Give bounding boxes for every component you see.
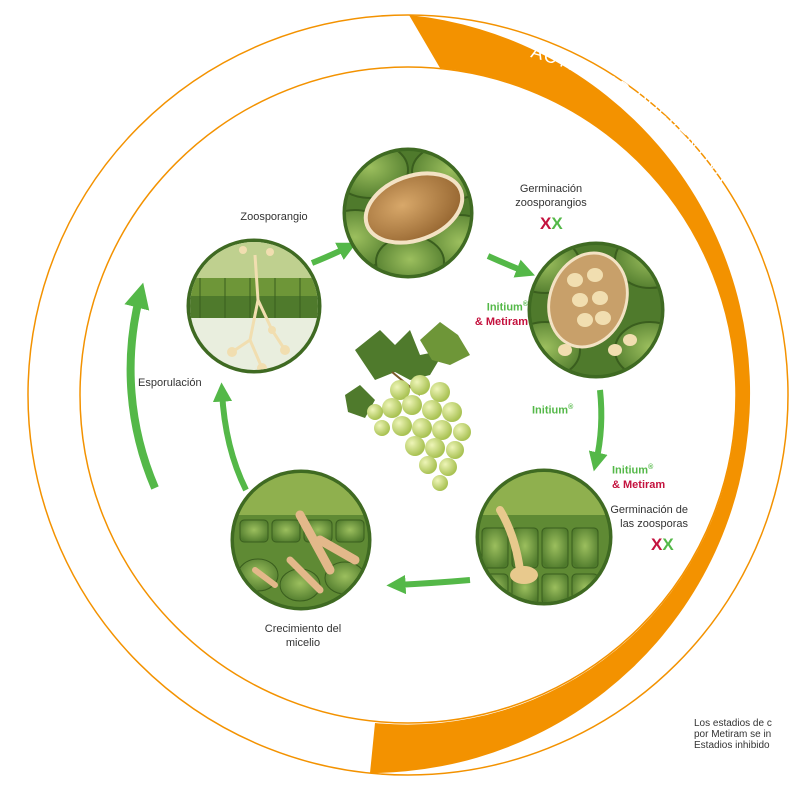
product-metiram: & Metiram <box>612 478 665 492</box>
label-germinacion-zoosporas-line2: las zoosporas <box>600 517 688 531</box>
arrow-left-large <box>131 295 155 488</box>
product-label-middle: Initium® <box>532 401 573 418</box>
footnote-line1: Los estadios de c <box>694 718 772 729</box>
product-label-lower: Initium® & Metiram <box>612 461 665 492</box>
label-esporulacion: Esporulación <box>138 376 228 390</box>
registered-mark: ® <box>523 301 528 308</box>
product-initium: Initium <box>612 465 648 477</box>
arrow-lowerleft-to-left <box>222 392 246 490</box>
inhibition-marks-zoosporas: XX <box>651 535 674 555</box>
product-metiram: & Metiram <box>456 315 528 329</box>
mark-metiram: X <box>540 214 551 233</box>
label-germinacion-zoosporangios-line1: Germinación <box>506 182 596 196</box>
product-label-top: Initium® & Metiram <box>456 298 528 329</box>
label-zoosporangio: Zoosporangio <box>234 210 314 224</box>
stage-circle-mycelium-growth <box>230 470 375 615</box>
stage-circle-zoospore-release <box>510 232 685 385</box>
stage-circle-zoosporangium-germination <box>319 142 496 288</box>
footnote-line2: por Metiram se in <box>694 729 772 740</box>
mark-initium: X <box>551 214 562 233</box>
footnote: Los estadios de c por Metiram se in Esta… <box>694 718 772 751</box>
footnote-line3: Estadios inhibido <box>694 740 772 751</box>
mark-metiram: X <box>651 535 662 554</box>
registered-mark: ® <box>648 464 653 471</box>
arrow-zoosporangio-to-top <box>312 247 348 263</box>
arrow-top-to-right <box>488 256 526 272</box>
label-crecimiento-line1: Crecimiento del <box>248 622 358 636</box>
stage-circle-zoosporangium <box>185 240 325 380</box>
banner-text: ACTIVIDAD PREVENTIVA <box>529 42 734 186</box>
label-crecimiento-line2: micelio <box>248 636 358 650</box>
label-germinacion-zoosporangios-line2: zoosporangios <box>506 196 596 210</box>
grape-cluster-illustration <box>345 322 471 491</box>
label-germinacion-zoosporas-line1: Germinación de <box>600 503 688 517</box>
mark-initium: X <box>662 535 673 554</box>
arrow-right-to-lowerright <box>596 390 601 462</box>
stage-circle-zoospore-germination <box>475 470 615 610</box>
product-initium: Initium <box>487 302 523 314</box>
product-initium: Initium <box>532 405 568 417</box>
inhibition-marks-zoosporangios: XX <box>540 214 563 234</box>
svg-text:ACTIVIDAD PREVENTIVA: ACTIVIDAD PREVENTIVA <box>529 42 734 186</box>
registered-mark: ® <box>568 404 573 411</box>
label-crecimiento-micelio: Crecimiento del micelio <box>248 622 358 650</box>
arrow-lowerright-to-lowerleft <box>396 580 470 585</box>
label-germinacion-zoosporas: Germinación de las zoosporas <box>600 503 688 531</box>
label-germinacion-zoosporangios: Germinación zoosporangios <box>506 182 596 210</box>
